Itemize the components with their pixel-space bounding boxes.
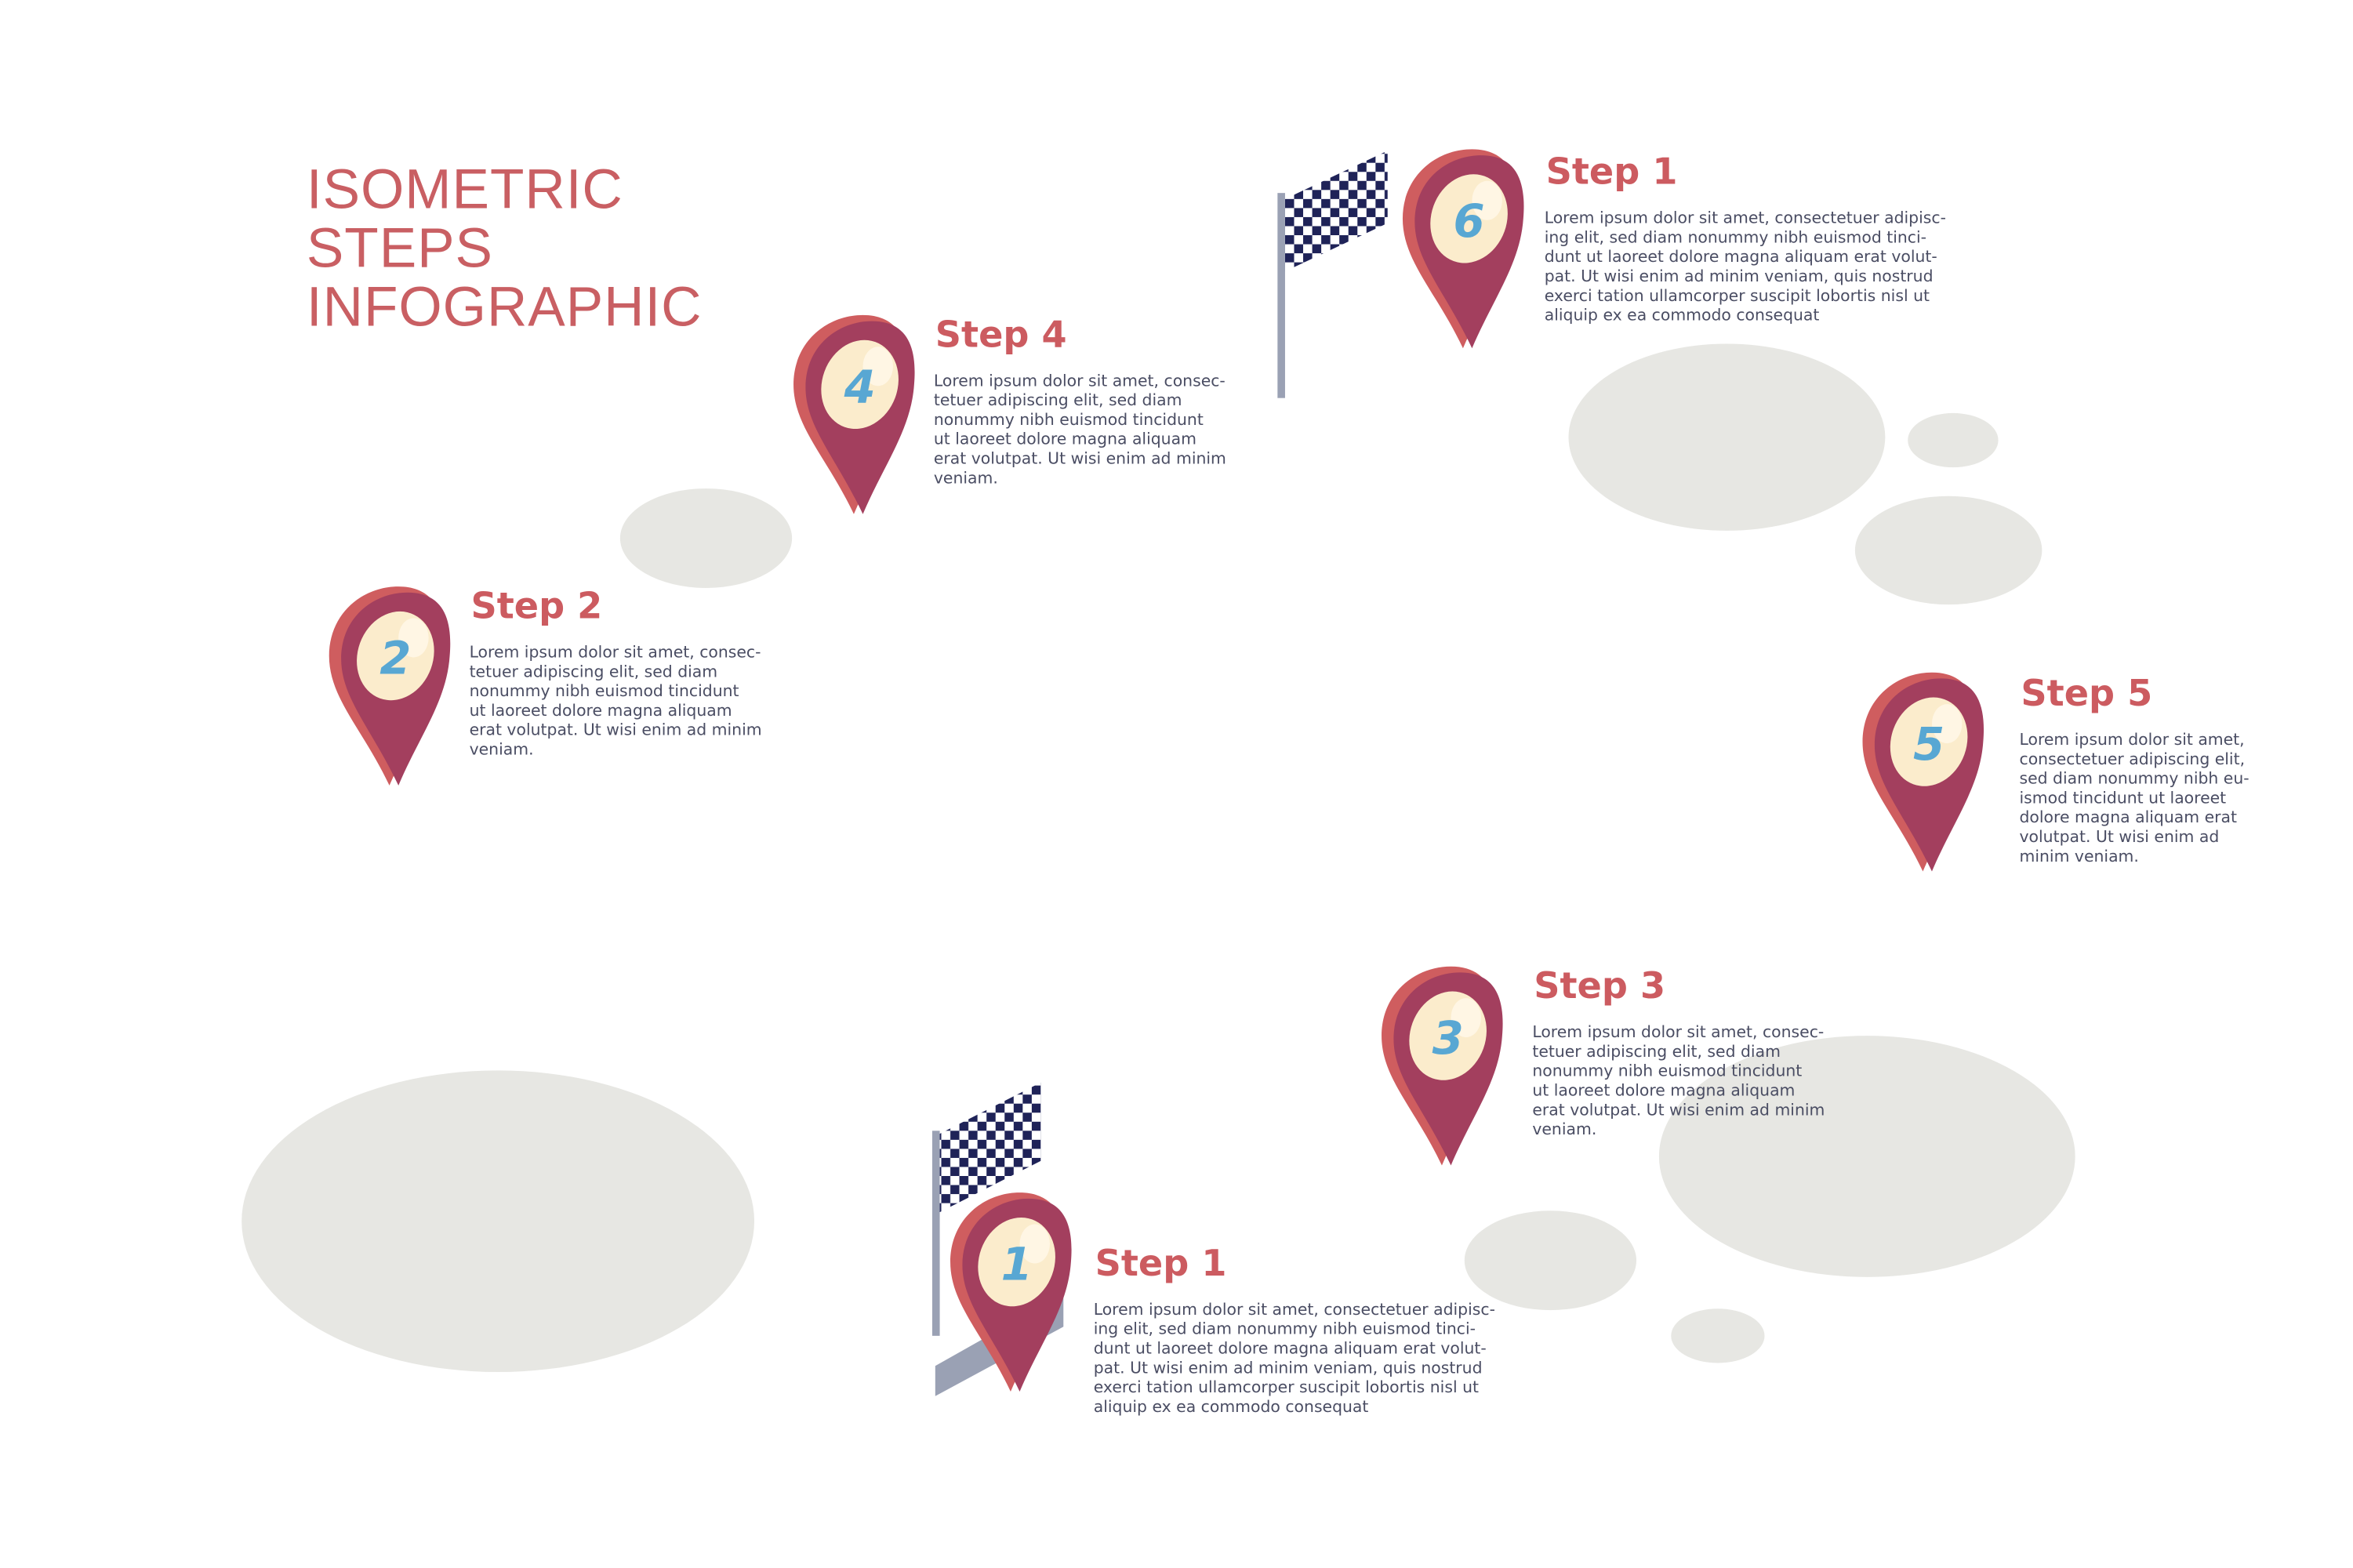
description-line: Lorem ipsum dolor sit amet,	[2020, 730, 2245, 749]
pin-number: 5	[1913, 717, 1944, 771]
step-heading: Step 5	[2021, 672, 2152, 714]
description-line: Lorem ipsum dolor sit amet, consec-	[1532, 1022, 1824, 1041]
description-line: dolore magna aliquam erat	[2020, 808, 2237, 826]
step-description: Lorem ipsum dolor sit amet, consectetuer…	[1545, 209, 1946, 325]
description-line: veniam.	[934, 468, 998, 487]
description-line: tetuer adipiscing elit, sed diam	[470, 662, 718, 681]
description-line: erat volutpat. Ut wisi enim ad minim	[934, 449, 1226, 468]
description-line: dunt ut laoreet dolore magna aliquam era…	[1094, 1339, 1487, 1358]
description-line: erat volutpat. Ut wisi enim ad minim	[1532, 1100, 1825, 1119]
map-pin-icon: 4	[793, 314, 915, 514]
pin-number: 4	[844, 360, 876, 413]
description-line: pat. Ut wisi enim ad minim veniam, quis …	[1545, 267, 1934, 285]
step-4-group: 4 Step 4 Lorem ipsum dolor sit amet, conse…	[793, 313, 1226, 514]
description-line: ut laoreet dolore magna aliquam	[470, 701, 732, 720]
description-line: Lorem ipsum dolor sit amet, consec-	[934, 371, 1226, 390]
description-line: Lorem ipsum dolor sit amet, consectetuer…	[1545, 209, 1946, 227]
step-description: Lorem ipsum dolor sit amet,consectetuer …	[2020, 730, 2250, 866]
step-5-group: 5 Step 5 Lorem ipsum dolor sit amet,consec…	[1862, 672, 2250, 872]
step-description: Lorem ipsum dolor sit amet, consec-tetue…	[934, 371, 1226, 487]
description-line: nonummy nibh euismod tincidunt	[934, 410, 1204, 429]
description-line: volutpat. Ut wisi enim ad	[2020, 827, 2220, 846]
step-heading: Step 1	[1095, 1242, 1227, 1284]
map-pin-icon: 3	[1382, 966, 1503, 1166]
description-line: erat volutpat. Ut wisi enim ad minim	[470, 720, 762, 739]
checkered-flag-start	[931, 1082, 1041, 1336]
checkered-flag-finish	[1277, 151, 1388, 398]
pin-number: 3	[1432, 1011, 1464, 1065]
step-6-group: 6 Step 1 Lorem ipsum dolor sit amet, conse…	[1402, 149, 1946, 349]
description-line: veniam.	[1532, 1120, 1596, 1138]
step-heading: Step 1	[1546, 151, 1678, 193]
description-line: pat. Ut wisi enim ad minim veniam, quis …	[1094, 1358, 1483, 1377]
step-heading: Step 4	[935, 313, 1067, 355]
description-line: ut laoreet dolore magna aliquam	[1532, 1081, 1795, 1100]
description-line: ing elit, sed diam nonummy nibh euismod …	[1094, 1319, 1476, 1338]
step-3-group: 3 Step 3 Lorem ipsum dolor sit amet, conse…	[1382, 964, 1825, 1166]
description-line: Lorem ipsum dolor sit amet, consec-	[470, 642, 761, 661]
map-pin-icon: 6	[1402, 149, 1524, 349]
description-line: exerci tation ullamcorper suscipit lobor…	[1545, 286, 1930, 305]
svg-text:ISOMETRIC: ISOMETRIC	[307, 158, 623, 220]
step-2-group: 2 Step 2 Lorem ipsum dolor sit amet, conse…	[329, 584, 762, 786]
description-line: Lorem ipsum dolor sit amet, consectetuer…	[1094, 1300, 1495, 1319]
description-line: tetuer adipiscing elit, sed diam	[934, 390, 1182, 409]
svg-text:INFOGRAPHIC: INFOGRAPHIC	[307, 276, 703, 338]
description-line: consectetuer adipiscing elit,	[2020, 750, 2246, 768]
description-line: dunt ut laoreet dolore magna aliquam era…	[1545, 247, 1937, 266]
description-line: aliquip ex ea commodo consequat	[1094, 1397, 1369, 1416]
page-title: ISOMETRIC STEPS INFOGRAPHIC	[307, 158, 703, 338]
step-1-group: 1 Step 1 Lorem ipsum dolor sit amet, conse…	[950, 1192, 1495, 1416]
map-pin-icon: 5	[1862, 672, 1984, 872]
description-line: tetuer adipiscing elit, sed diam	[1532, 1042, 1781, 1061]
step-description: Lorem ipsum dolor sit amet, consec-tetue…	[1532, 1022, 1825, 1138]
description-line: ismod tincidunt ut laoreet	[2020, 788, 2227, 807]
description-line: veniam.	[470, 740, 534, 759]
background-blobs	[241, 343, 2075, 1372]
description-line: sed diam nonummy nibh eu-	[2020, 769, 2250, 788]
step-heading: Step 3	[1534, 964, 1665, 1007]
step-description: Lorem ipsum dolor sit amet, consectetuer…	[1094, 1300, 1495, 1416]
pin-number: 6	[1454, 194, 1485, 248]
description-line: ut laoreet dolore magna aliquam	[934, 430, 1196, 448]
description-line: aliquip ex ea commodo consequat	[1545, 306, 1820, 325]
svg-text:STEPS: STEPS	[307, 217, 493, 279]
pin-number: 2	[379, 632, 411, 685]
step-heading: Step 2	[471, 584, 603, 626]
description-line: nonummy nibh euismod tincidunt	[470, 681, 739, 700]
description-line: ing elit, sed diam nonummy nibh euismod …	[1545, 227, 1926, 246]
map-pin-icon: 2	[329, 586, 451, 786]
map-pin-icon: 1	[950, 1192, 1072, 1392]
pin-number: 1	[1001, 1238, 1033, 1291]
description-line: minim veniam.	[2020, 847, 2139, 866]
description-line: nonummy nibh euismod tincidunt	[1532, 1062, 1802, 1080]
description-line: exerci tation ullamcorper suscipit lobor…	[1094, 1377, 1479, 1396]
step-description: Lorem ipsum dolor sit amet, consec-tetue…	[470, 642, 762, 758]
